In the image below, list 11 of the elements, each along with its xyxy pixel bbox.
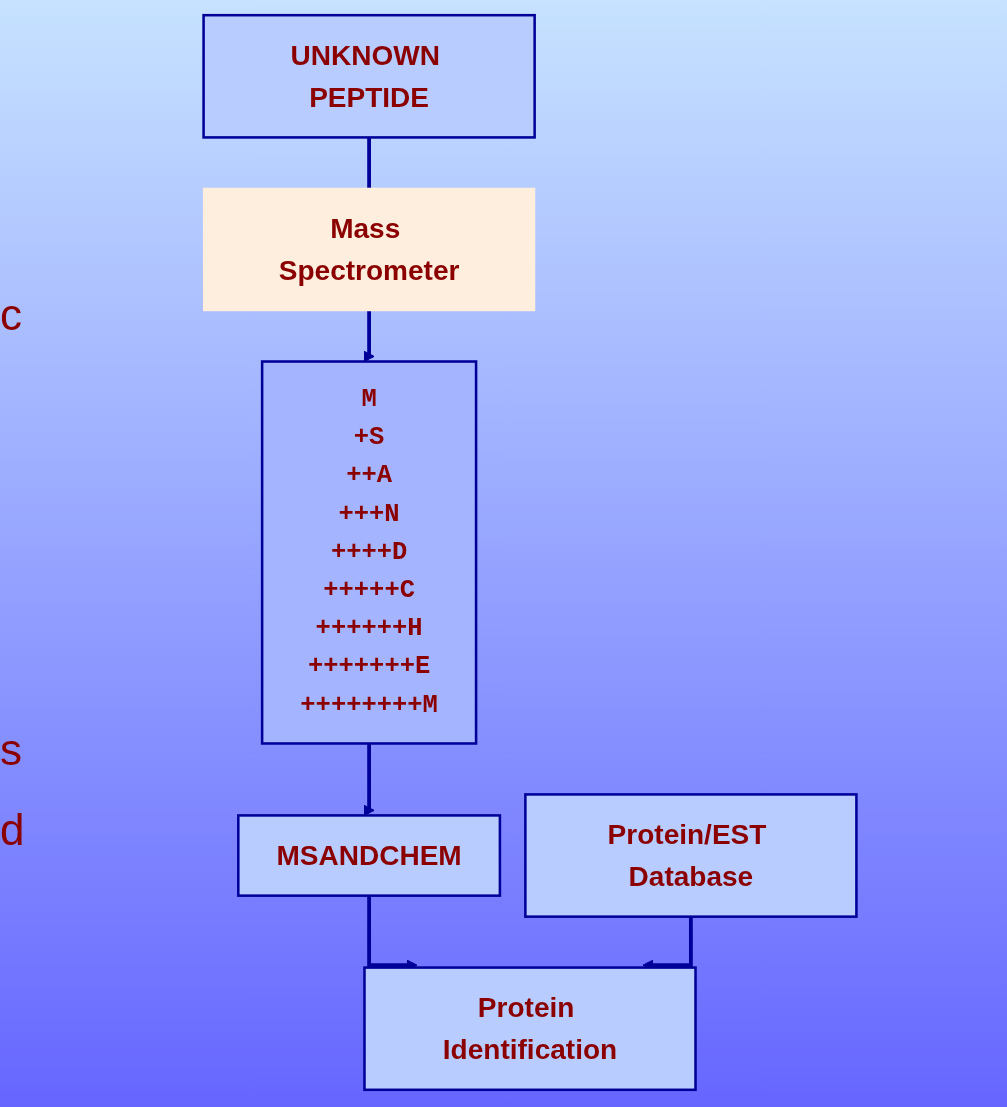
cut-off-text: c xyxy=(0,290,22,340)
cut-off-text: s xyxy=(0,725,22,775)
arrow xyxy=(363,743,375,816)
node-box: MSANDCHEM xyxy=(237,814,502,897)
cut-off-text: d xyxy=(0,805,25,855)
node-box: UNKNOWN PEPTIDE xyxy=(202,13,536,139)
node-box: Mass Spectrometer xyxy=(202,187,536,312)
node-box: Protein Identification xyxy=(363,966,697,1092)
node-box: M +S ++A +++N ++++D +++++C ++++++H +++++++E ++++++++M xyxy=(260,360,478,745)
arrow xyxy=(363,310,375,362)
node-box: Protein/EST Database xyxy=(524,793,858,918)
